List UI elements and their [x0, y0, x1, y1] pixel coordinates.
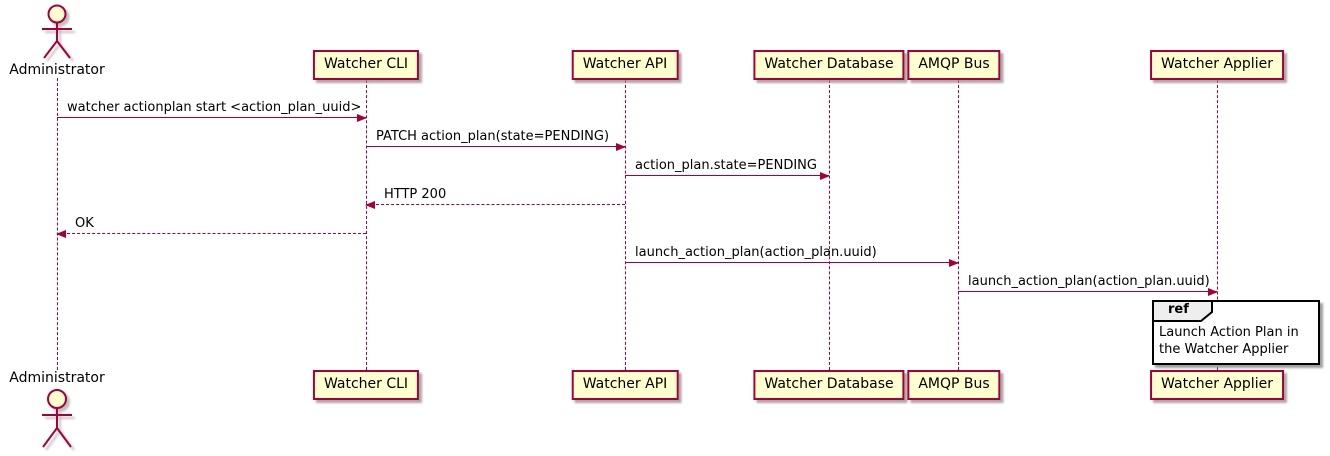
lifeline-administrator	[57, 78, 58, 370]
participant-watcher-api-bottom: Watcher API	[571, 370, 679, 400]
participant-watcher-api-top: Watcher API	[571, 50, 679, 80]
participant-watcher-applier-bottom: Watcher Applier	[1150, 370, 1284, 400]
arrowhead-icon	[365, 201, 375, 209]
lifeline-amqp-bus	[958, 80, 959, 370]
message-label: HTTP 200	[384, 187, 447, 202]
arrowhead-icon	[616, 143, 626, 151]
participant-amqp-bus-top: AMQP Bus	[907, 50, 1001, 80]
participant-watcher-cli-top: Watcher CLI	[312, 50, 420, 80]
actor-icon	[42, 4, 72, 59]
message-http-200: HTTP 200	[365, 187, 625, 209]
message-label: action_plan.state=PENDING	[635, 158, 817, 173]
participant-watcher-database-bottom: Watcher Database	[753, 370, 905, 400]
arrowhead-icon	[357, 114, 367, 122]
message-label: launch_action_plan(action_plan.uuid)	[968, 274, 1210, 289]
actor-label-bottom: Administrator	[9, 370, 105, 386]
arrowhead-icon	[820, 172, 830, 180]
ref-keyword: ref	[1168, 302, 1189, 317]
participant-amqp-bus-bottom: AMQP Bus	[907, 370, 1001, 400]
message-patch-action-plan: PATCH action_plan(state=PENDING)	[366, 129, 626, 151]
ref-tab-icon	[1152, 300, 1213, 322]
arrowhead-icon	[1208, 288, 1218, 296]
arrowhead-icon	[56, 230, 66, 238]
lifeline-watcher-applier	[1217, 80, 1218, 370]
lifeline-watcher-database	[829, 80, 830, 370]
message-state-pending: action_plan.state=PENDING	[625, 158, 830, 180]
lifeline-watcher-api	[625, 80, 626, 370]
message-label: PATCH action_plan(state=PENDING)	[376, 129, 610, 144]
lifeline-watcher-cli	[366, 80, 367, 370]
actor-label-top: Administrator	[9, 62, 105, 78]
message-label: launch_action_plan(action_plan.uuid)	[635, 245, 877, 260]
arrowhead-icon	[949, 259, 959, 267]
message-launch-action-plan-applier: launch_action_plan(action_plan.uuid)	[958, 274, 1218, 296]
participant-watcher-applier-top: Watcher Applier	[1150, 50, 1284, 80]
message-launch-action-plan-amqp: launch_action_plan(action_plan.uuid)	[625, 245, 959, 267]
actor-icon	[42, 389, 72, 448]
ref-fragment: ref Launch Action Plan in the Watcher Ap…	[1152, 300, 1320, 365]
message-ok: OK	[56, 216, 366, 238]
ref-text: Launch Action Plan in the Watcher Applie…	[1159, 325, 1299, 357]
message-label: watcher actionplan start <action_plan_uu…	[67, 100, 362, 115]
message-label: OK	[75, 216, 94, 231]
participant-watcher-database-top: Watcher Database	[753, 50, 905, 80]
message-start-actionplan: watcher actionplan start <action_plan_uu…	[57, 100, 367, 122]
participant-watcher-cli-bottom: Watcher CLI	[312, 370, 420, 400]
